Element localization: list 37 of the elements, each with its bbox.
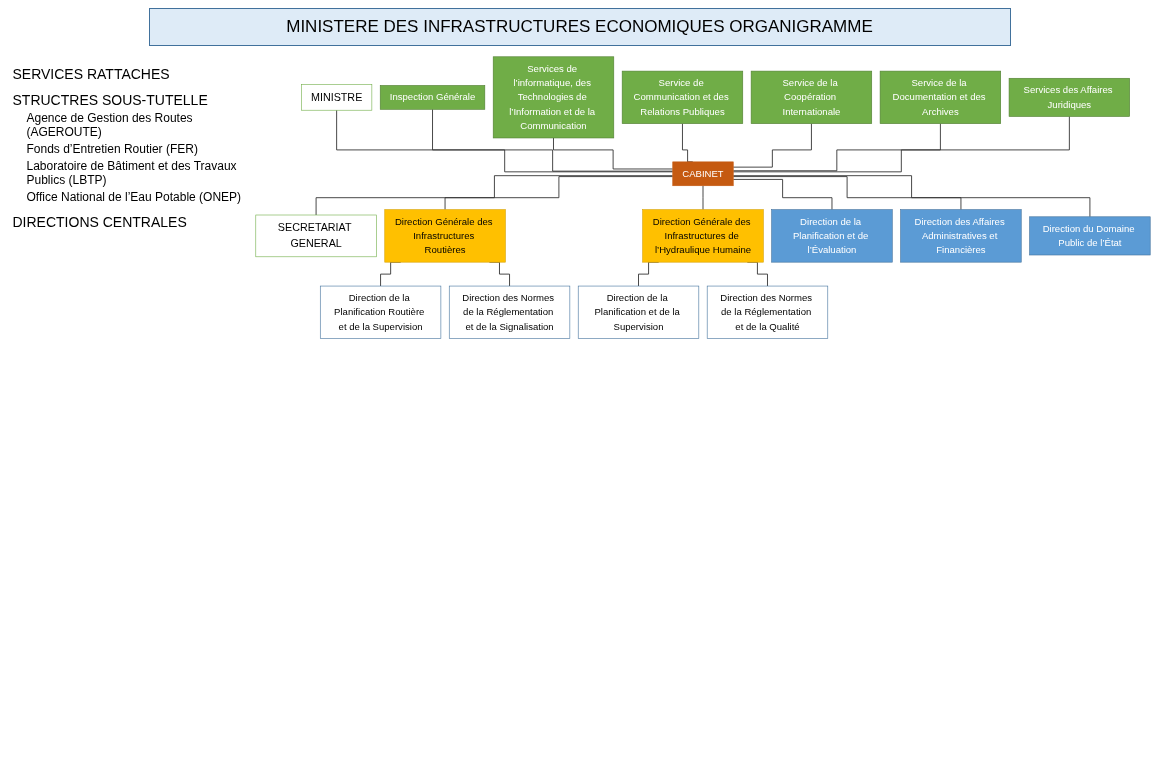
- title-banner: MINISTERE DES INFRASTRUCTURES ECONOMIQUES ORGANIGRAMME: [148, 8, 1011, 46]
- node-box: Direction de la Planification et de la Supervision: [577, 285, 699, 339]
- node-box: Direction des Normes de la Réglementation et de la Qualité: [706, 285, 828, 339]
- connector: [732, 116, 1070, 173]
- node-box: Direction de la Planification Routière et de la Supervision: [319, 285, 441, 339]
- node-box: Service de la Coopération Internationale: [750, 70, 872, 124]
- connector: [335, 109, 673, 173]
- section-heading: SERVICES RATTACHES: [12, 66, 171, 82]
- node-box: SECRETARIAT GENERAL: [255, 214, 377, 258]
- connector: [444, 176, 673, 211]
- list-item: Office National de l’Eau Potable (ONEP): [25, 190, 243, 204]
- node-box: Direction du Domaine Public de l’État: [1028, 216, 1150, 256]
- node-box: MINISTRE: [300, 84, 372, 111]
- node-box: Inspection Générale: [379, 85, 485, 110]
- section-heading: STRUCTRES SOUS-TUTELLE: [12, 92, 209, 108]
- connector: [732, 123, 941, 172]
- connector: [732, 178, 832, 211]
- list-item: Agence de Gestion des Routes (AGEROUTE): [25, 111, 194, 139]
- node-box: CABINET: [671, 161, 734, 187]
- connector: [732, 175, 1090, 218]
- connector: [315, 175, 673, 216]
- connector: [552, 137, 673, 170]
- node-box: Direction Générale des Infrastructures de l’Hydraulique Humaine: [641, 209, 764, 263]
- node-box: Service de la Documentation et des Archives: [879, 70, 1001, 124]
- node-box: Direction des Normes de la Réglementation et de la Signalisation: [448, 285, 570, 339]
- node-box: Direction Générale des Infrastructures Routières: [383, 209, 506, 263]
- node-box: Services des Affaires Juridiques: [1008, 77, 1130, 117]
- connector: [431, 108, 673, 172]
- connector: [732, 176, 961, 211]
- node-box: Services de l’informatique, des Technologies de l’Information et de la Communication: [492, 56, 614, 139]
- node-box: Direction des Affaires Administratives et Financières: [899, 209, 1022, 263]
- list-item: Fonds d’Entretien Routier (FER): [25, 142, 199, 156]
- node-box: Direction de la Planification et de l’Évaluation: [770, 209, 893, 263]
- section-heading: DIRECTIONS CENTRALES: [12, 214, 188, 230]
- connector: [732, 123, 812, 168]
- list-item: Laboratoire de Bâtiment et des Travaux Publics (LBTP): [25, 159, 238, 187]
- node-box: Service de Communication et des Relations Publiques: [621, 70, 743, 124]
